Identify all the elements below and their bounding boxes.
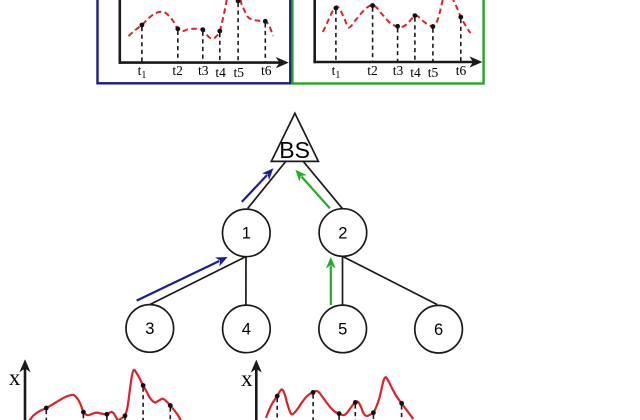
- sampled-plot-left-sample-dot: [139, 22, 145, 28]
- signal-plot-right-sample-dot: [336, 411, 342, 416]
- tick-label-sub: 1: [335, 70, 340, 81]
- sampled-plot-right-tick-label-5: t5: [428, 65, 439, 80]
- node-label-5: 5: [338, 321, 347, 339]
- sampled-plot-right-tick-label-1: t1: [332, 63, 341, 81]
- tick-label-base: t5: [428, 65, 439, 80]
- sampled-plot-right-x-axis-arrow-icon: [469, 56, 483, 68]
- sampled-plot-left-sample-dot: [217, 28, 223, 34]
- node-circle-6: [413, 304, 464, 354]
- arrow-1-to-bs-shaft: [240, 174, 268, 203]
- signal-plot-right-sample-dot: [274, 393, 280, 399]
- signal-plot-left-sample-dot: [104, 411, 110, 417]
- tick-label-base: t3: [393, 63, 404, 78]
- signal-plot-right-sample-dot: [371, 410, 376, 416]
- sampled-plot-left-x-axis-arrow-icon: [275, 57, 289, 69]
- signal-plot-left-y-axis-arrow-icon: [19, 359, 31, 373]
- signal-plot-right-sample-dot: [399, 400, 404, 406]
- node-circle-3: [125, 303, 175, 354]
- tick-label-base: t4: [215, 65, 226, 80]
- node-circle-1: [221, 208, 271, 258]
- sampled-plot-right-sample-dot: [412, 13, 418, 18]
- sampled-plot-left-tick-label-2: t2: [172, 63, 183, 78]
- node-circle-5: [318, 304, 368, 354]
- signal-plot-left-sample-dot: [167, 403, 173, 408]
- sampled-plot-left-sample-dot: [262, 18, 268, 24]
- node-label-1: 1: [242, 225, 251, 243]
- sampled-plot-right-sample-dot: [333, 5, 339, 11]
- sampled-plot-right-sample-dot: [430, 24, 436, 29]
- sampled-plot-right-border: [291, 0, 485, 85]
- sampled-plot-left-tick-label-3: t3: [198, 63, 209, 78]
- node-circle-2: [318, 207, 368, 258]
- signal-plot-right-y-axis-arrow-icon: [250, 359, 262, 373]
- node-label-4: 4: [242, 321, 251, 339]
- edge-2-6: [342, 255, 438, 306]
- tick-label-sub: 1: [141, 70, 146, 81]
- signal-plot-left-curve: [28, 368, 182, 420]
- sampled-plot-right-tick-label-6: t6: [456, 63, 467, 78]
- edge-bs-1: [247, 160, 287, 209]
- signal-plot-right-group: x: [241, 359, 415, 420]
- sampled-plot-left-tick-label-5: t5: [233, 65, 244, 80]
- sampled-plot-left-group: t1 t2 t3 t4 t5 t6: [96, 0, 292, 85]
- arrow-2-to-bs-head-icon: [295, 169, 307, 182]
- sampled-plot-right-curve: [321, 0, 472, 34]
- tick-label-base: t2: [172, 63, 183, 78]
- sampled-plot-right-sample-dot: [370, 3, 375, 8]
- sampled-plot-left-border: [96, 0, 292, 85]
- signal-plot-right-sample-dot: [310, 390, 316, 395]
- signal-plot-right-curve: [264, 376, 415, 420]
- signal-plot-right-sample-dot: [352, 400, 358, 405]
- signal-plot-left-group: x: [9, 359, 182, 420]
- tick-label-base: t6: [261, 63, 272, 78]
- signal-plot-left-ylabel: x: [9, 365, 21, 390]
- signal-plot-right-ylabel: x: [241, 366, 253, 391]
- node-circle-4: [221, 304, 272, 354]
- node-label-2: 2: [338, 224, 347, 242]
- tick-label-base: t3: [198, 63, 209, 78]
- sampled-plot-left-tick-label-6: t6: [261, 63, 272, 78]
- sampled-plot-right-sample-dot: [395, 23, 400, 29]
- tick-label-base: t2: [367, 63, 378, 78]
- sampled-plot-right-tick-label-2: t2: [367, 63, 378, 78]
- sampled-plot-left-sample-dot: [235, 0, 241, 4]
- arrow-1-to-bs-head-icon: [261, 168, 274, 181]
- tick-label-base: t: [332, 63, 336, 78]
- arrow-3-to-1-head-icon: [215, 257, 228, 267]
- sampled-plot-right-sample-dot: [458, 14, 464, 20]
- sampled-plot-left-tick-label-4: t4: [215, 65, 226, 80]
- tick-label-base: t: [138, 63, 142, 78]
- arrow-3-to-1-shaft: [136, 259, 220, 302]
- node-label-3: 3: [145, 320, 154, 338]
- sampled-plot-right-group: t1 t2 t3 t4 t5 t6: [291, 0, 485, 85]
- sampled-plot-left-tick-label-1: t1: [138, 63, 147, 81]
- sampled-plot-left-sample-dot: [175, 26, 181, 32]
- sampled-plot-right-tick-label-4: t4: [410, 65, 421, 80]
- node-label-6: 6: [434, 321, 443, 339]
- base-station-triangle: [269, 111, 320, 163]
- aggregation-tree-group: BS 1 2 3 4 5 6: [125, 111, 464, 354]
- sampled-plot-left-curve: [127, 0, 275, 40]
- signal-plot-left-sample-dot: [122, 413, 128, 419]
- sampled-plot-right-tick-label-3: t3: [393, 63, 404, 78]
- signal-plot-left-sample-dot: [81, 409, 86, 415]
- edge-1-3: [149, 255, 247, 306]
- tick-label-base: t4: [410, 65, 421, 80]
- tick-label-base: t6: [456, 63, 467, 78]
- base-station-label: BS: [279, 137, 310, 163]
- arrow-5-to-2-head-icon: [325, 257, 336, 269]
- signal-plot-left-sample-dot: [140, 383, 146, 388]
- signal-plot-left-sample-dot: [43, 405, 49, 411]
- arrow-2-to-bs-shaft: [300, 175, 331, 210]
- sampled-plot-left-sample-dot: [200, 27, 206, 33]
- tick-label-base: t5: [233, 65, 244, 80]
- edge-bs-2: [302, 160, 344, 210]
